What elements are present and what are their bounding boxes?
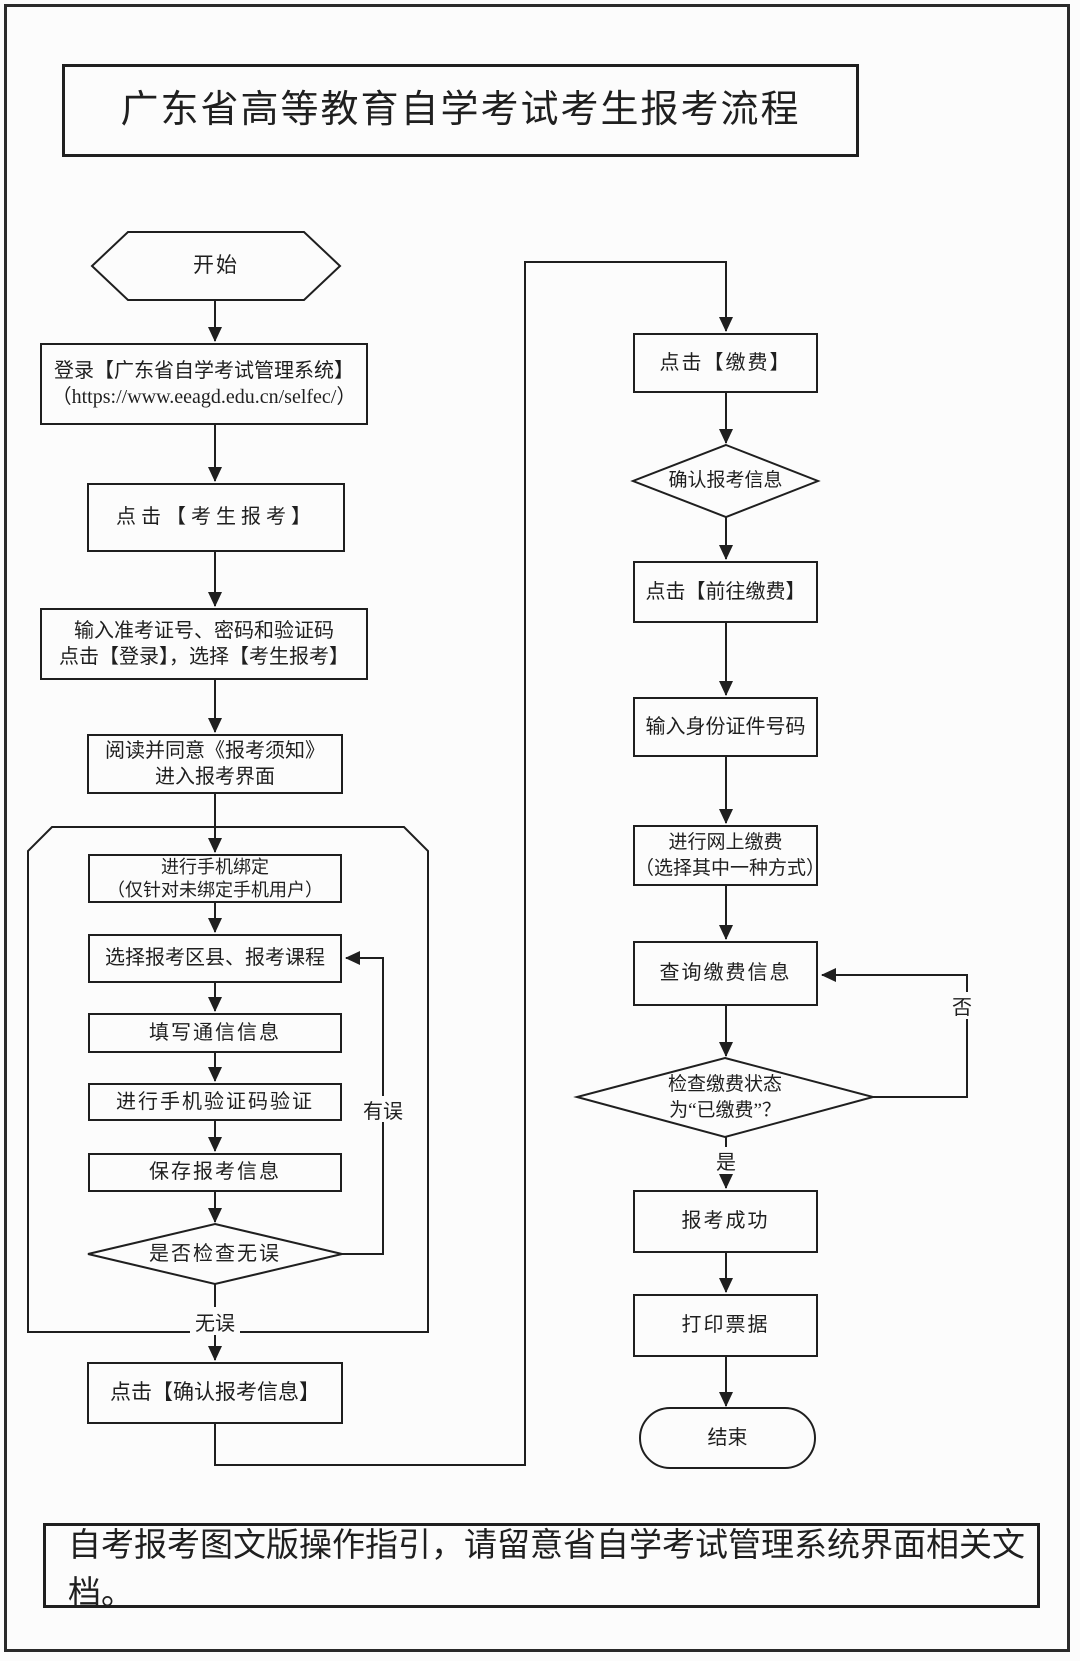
edge-label-ok: 无误 [190, 1307, 240, 1335]
end-terminator-shape [639, 1407, 816, 1469]
node-confirm-info-decision: 确认报考信息 [668, 470, 783, 492]
node-fill-contact-info: 填写通信信息 [88, 1013, 342, 1053]
page-border [4, 4, 1070, 1652]
node-start: 开始 [193, 253, 239, 278]
node-input-credentials: 输入准考证号、密码和验证码 点击【登录】，选择【考生报考】 [40, 608, 368, 680]
footer-note: 自考报考图文版操作指引，请留意省自学考试管理系统界面相关文档。 [43, 1523, 1040, 1612]
edge-label-error: 有误 [358, 1096, 408, 1123]
node-save-registration: 保存报考信息 [88, 1153, 342, 1192]
node-goto-payment: 点击【前往缴费】 [633, 561, 818, 623]
node-bind-phone: 进行手机绑定 （仅针对未绑定手机用户） [88, 854, 342, 903]
node-pay-online: 进行网上缴费 （选择其中一种方式） [633, 825, 825, 886]
node-query-payment-info: 查询缴费信息 [633, 941, 818, 1006]
pay-status-decision-shape [573, 1056, 877, 1139]
node-click-candidate-register: 点击【考生报考】 [87, 483, 345, 552]
node-read-notice: 阅读并同意《报考须知》 进入报考界面 [87, 734, 343, 794]
node-input-id-number: 输入身份证件号码 [633, 697, 818, 757]
node-sms-verification: 进行手机验证码验证 [88, 1083, 342, 1121]
node-click-pay: 点击【缴费】 [633, 333, 818, 393]
node-end: 结束 [707, 1426, 748, 1449]
check-decision-shape [87, 1222, 343, 1286]
node-print-receipt: 打印票据 [633, 1294, 818, 1357]
start-terminator-shape [90, 231, 342, 301]
node-registration-success: 报考成功 [633, 1190, 818, 1253]
confirm-decision-shape [630, 443, 821, 519]
node-confirm-registration-info: 点击【确认报考信息】 [87, 1362, 343, 1424]
page-title: 广东省高等教育自学考试考生报考流程 [62, 64, 859, 157]
edge-label-yes: 是 [712, 1147, 740, 1174]
edge-label-no: 否 [948, 992, 976, 1019]
registration-group-container [27, 826, 429, 1333]
node-pay-status-decision: 检查缴费状态 为“已缴费”？ [667, 1074, 782, 1121]
node-select-district-courses: 选择报考区县、报考课程 [88, 934, 342, 983]
node-check-correct-decision: 是否检查无误 [149, 1242, 281, 1265]
loop-no-to-query [821, 968, 968, 1098]
connector-confirm-to-pay [214, 261, 733, 1466]
node-login-system: 登录【广东省自学考试管理系统】 （https://www.eeagd.edu.c… [40, 343, 368, 425]
